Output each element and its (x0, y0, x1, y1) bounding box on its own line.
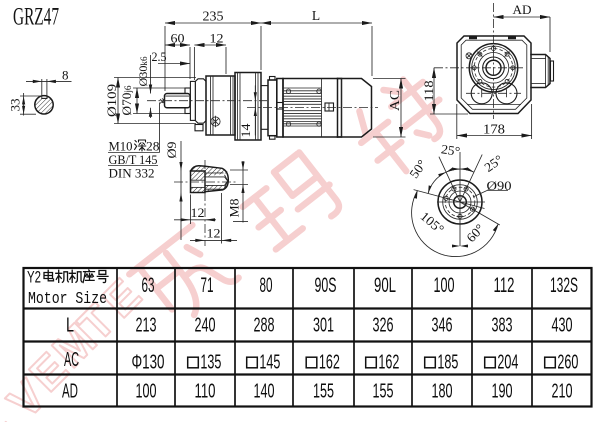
svg-text:90L: 90L (374, 273, 396, 297)
svg-text:L: L (66, 315, 74, 337)
svg-text:12: 12 (210, 31, 224, 46)
svg-text:180: 180 (432, 381, 453, 403)
svg-text:155: 155 (373, 381, 394, 403)
svg-text:185: 185 (437, 352, 458, 374)
svg-text:288: 288 (254, 315, 275, 337)
svg-text:155: 155 (313, 381, 334, 403)
svg-text:326: 326 (373, 315, 394, 337)
svg-text:110: 110 (195, 381, 216, 403)
svg-text:260: 260 (557, 352, 578, 374)
svg-text:M10: M10 (109, 140, 133, 154)
svg-text:383: 383 (492, 315, 513, 337)
svg-text:Ø90: Ø90 (487, 178, 512, 193)
svg-text:301: 301 (313, 315, 334, 337)
svg-text:90S: 90S (315, 273, 337, 297)
svg-text:100: 100 (434, 273, 455, 297)
svg-text:14: 14 (238, 123, 253, 138)
svg-text:8: 8 (62, 68, 69, 83)
svg-text:213: 213 (136, 315, 157, 337)
svg-text:Y2: Y2 (27, 268, 41, 287)
svg-text:Ø109: Ø109 (104, 84, 119, 117)
svg-text:L: L (312, 8, 320, 23)
svg-text:210: 210 (552, 381, 573, 403)
svg-text:80: 80 (260, 273, 273, 297)
svg-text:135: 135 (200, 352, 221, 374)
svg-text:Ø9: Ø9 (164, 142, 179, 159)
svg-text:178: 178 (483, 122, 505, 137)
svg-text:118: 118 (422, 81, 436, 102)
svg-text:33: 33 (8, 99, 23, 112)
svg-text:100: 100 (136, 381, 157, 403)
svg-text:GB/T 145: GB/T 145 (109, 153, 158, 167)
svg-text:240: 240 (195, 315, 216, 337)
svg-text:346: 346 (432, 315, 453, 337)
svg-text:28: 28 (146, 140, 160, 154)
svg-text:60: 60 (171, 31, 185, 46)
svg-text:AC: AC (388, 90, 403, 111)
svg-text:12: 12 (207, 226, 221, 241)
svg-text:132S: 132S (550, 273, 578, 297)
svg-text:71: 71 (201, 273, 214, 297)
svg-text:162: 162 (319, 352, 340, 374)
svg-text:GRZ47: GRZ47 (13, 4, 59, 31)
svg-text:235: 235 (203, 9, 224, 24)
svg-text:Ø30k6: Ø30k6 (136, 56, 150, 87)
svg-text:204: 204 (497, 352, 518, 374)
svg-text:AD: AD (513, 2, 532, 17)
svg-text:Motor Size: Motor Size (28, 290, 107, 309)
svg-text:AC: AC (64, 349, 79, 371)
svg-text:DIN 332: DIN 332 (109, 167, 155, 181)
svg-text:190: 190 (492, 381, 513, 403)
svg-text:AD: AD (62, 381, 78, 403)
svg-text:12: 12 (191, 205, 205, 220)
svg-text:430: 430 (552, 315, 573, 337)
svg-text:M8: M8 (227, 199, 242, 218)
svg-text:63: 63 (142, 273, 155, 297)
svg-text:2.5: 2.5 (152, 49, 167, 64)
svg-text:112: 112 (494, 273, 515, 297)
svg-text:145: 145 (259, 352, 280, 374)
svg-text:140: 140 (254, 381, 275, 403)
svg-text:25°: 25° (440, 141, 461, 158)
svg-text:Ø70j6: Ø70j6 (119, 85, 134, 115)
svg-text:162: 162 (378, 352, 399, 374)
svg-text:Φ130: Φ130 (132, 352, 165, 374)
